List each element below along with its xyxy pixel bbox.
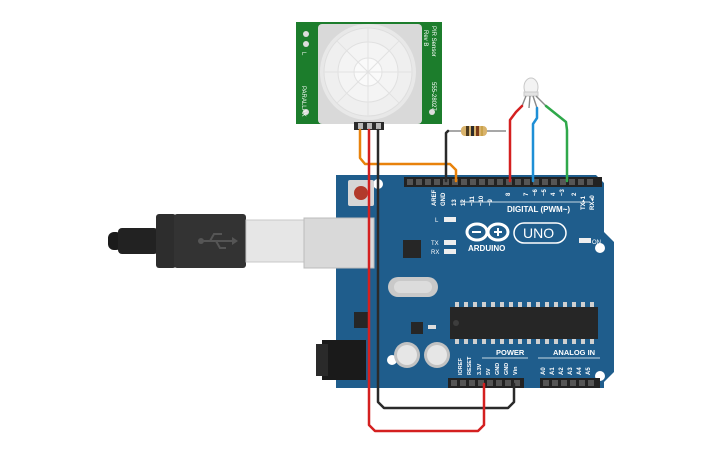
wire-red-led[interactable] [508, 104, 524, 183]
usb-cable [108, 214, 305, 268]
pin-label: A5 [586, 367, 592, 375]
pin-label: GND [495, 363, 501, 375]
arduino-logo-text: ARDUINO [468, 244, 505, 253]
wires [358, 104, 569, 433]
pir-part-no: 555-28027 [430, 82, 436, 111]
pin-label: ~11 [470, 195, 476, 206]
wire-red-power[interactable] [367, 128, 486, 433]
pin-label: A3 [568, 367, 574, 375]
pir-pin-label: L [300, 52, 306, 56]
digital-header-label: DIGITAL (PWM~) [507, 205, 570, 214]
led-on [579, 238, 591, 243]
atmega-pins [455, 302, 594, 344]
digital-header-pins [407, 179, 593, 185]
pir-brand: PARALLAX [300, 86, 306, 117]
analog-pin-labels: A0 A1 A2 A3 A4 A5 [541, 367, 592, 375]
pin-label: GND [441, 192, 447, 206]
power-pin-labels: IOREF RESET 3.3V 5V GND GND Vin [458, 356, 519, 375]
led-rx-label: RX [431, 250, 439, 256]
power-jack [322, 340, 366, 380]
mount-hole [595, 243, 605, 253]
pin-label: ~6 [533, 188, 539, 196]
led-tx [444, 240, 456, 245]
pir-name: PIR Sensor [430, 26, 436, 57]
pin-label: RX◂0 [590, 195, 596, 210]
pin-label: A1 [550, 367, 556, 375]
arduino-logo-icon [465, 222, 510, 242]
uno-model-text: UNO [523, 225, 554, 241]
small-chip [354, 312, 370, 328]
wire-orange[interactable] [358, 128, 458, 183]
wire-blue-led[interactable] [531, 106, 539, 183]
led-l [444, 217, 456, 222]
capacitors [394, 342, 450, 368]
usb-cable-strain [118, 228, 158, 254]
arduino-board: AREF GND 13 12 ~11 ~10 ~9 8 7 ~6 ~5 4 ~3… [303, 175, 614, 388]
pin-label: 8 [506, 192, 512, 196]
pin-label: 3.3V [477, 363, 483, 375]
reset-button-cap[interactable] [354, 186, 368, 200]
led-on-label: ON [592, 240, 601, 246]
pin-label: ~3 [560, 188, 566, 196]
power-header-pins [451, 380, 520, 386]
pin-label: RESET [467, 356, 473, 375]
pin-label: 13 [452, 199, 458, 206]
pin-label: AREF [432, 189, 438, 206]
usb-plug-metal [246, 220, 304, 262]
usb-b-jack [304, 218, 374, 268]
pin-label: GND [504, 363, 510, 375]
pir-sensor: L PARALLAX PIR Sensor Rev B 555-28027 [296, 22, 442, 130]
power-header [448, 378, 524, 388]
power-label: POWER [496, 348, 525, 357]
pin-label: A4 [577, 367, 583, 375]
led-tx-label: TX [431, 241, 439, 247]
pin-label: ~10 [479, 195, 485, 206]
wire-black-gnd[interactable] [376, 128, 516, 410]
led-rx [444, 249, 456, 254]
pin-label: 2 [572, 192, 578, 196]
pin-label: TX▸1 [581, 195, 587, 210]
rgb-led-legs [521, 95, 547, 109]
atmega-chip [450, 307, 598, 339]
pir-rev: Rev B [422, 30, 428, 46]
pin-label: IOREF [458, 358, 464, 375]
pir-fresnel-lines [324, 28, 412, 116]
resistor [448, 126, 506, 136]
pin-label: A2 [559, 367, 565, 375]
pin-label: A0 [541, 367, 547, 375]
pin-label: Vin [513, 366, 519, 375]
led-l-label: L [435, 218, 439, 224]
regulator-chip [411, 322, 423, 334]
analog-label: ANALOG IN [553, 348, 595, 357]
pin-label: 5V [486, 368, 492, 375]
pin-label: 4 [551, 192, 557, 196]
analog-header-pins [543, 380, 594, 386]
rgb-led [521, 77, 547, 109]
wire-green-led[interactable] [544, 104, 569, 183]
usb-symbol-icon [198, 233, 238, 249]
wire-black-resistor[interactable] [444, 129, 450, 183]
usb-chip [403, 240, 421, 258]
usb-cable-collar [156, 214, 176, 268]
uno-badge [513, 222, 567, 244]
pin-label: ~5 [542, 188, 548, 196]
pin-label: 7 [524, 192, 530, 196]
